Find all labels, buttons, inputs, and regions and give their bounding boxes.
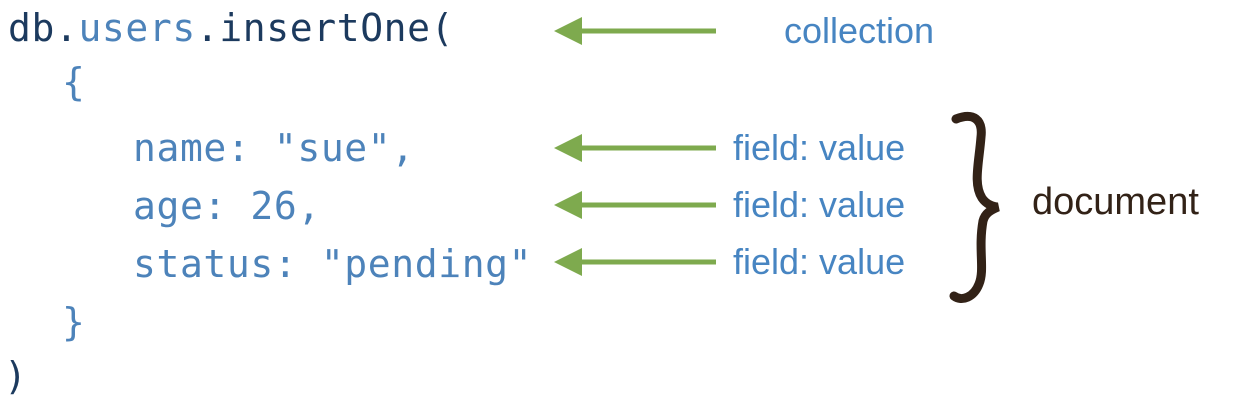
code-close-paren: )	[4, 354, 28, 398]
code-dot: .	[195, 6, 220, 50]
field-value-label: field: value	[733, 127, 906, 168]
field-value-label: field: value	[733, 184, 906, 225]
code-collection-name: users	[78, 6, 196, 50]
arrow-field-1-icon	[552, 132, 718, 164]
code-db-object: db	[8, 6, 55, 50]
code-field-name: name: "sue",	[133, 126, 415, 170]
code-field-age: age: 26,	[133, 184, 321, 228]
field-value-label: field: value	[733, 241, 906, 282]
arrow-field-2-icon	[552, 189, 718, 221]
collection-label: collection	[784, 10, 935, 51]
document-label: document	[1032, 181, 1199, 223]
code-open-brace: {	[62, 60, 86, 104]
code-method-name: insertOne(	[219, 6, 455, 50]
code-close-brace: }	[62, 300, 86, 344]
code-line-insertone: db.users.insertOne(	[8, 6, 454, 50]
arrow-field-3-icon	[552, 246, 718, 278]
document-grouping-brace-icon	[946, 110, 1010, 311]
arrow-collection-icon	[552, 15, 718, 47]
code-field-status: status: "pending"	[133, 242, 533, 286]
code-dot: .	[54, 6, 79, 50]
